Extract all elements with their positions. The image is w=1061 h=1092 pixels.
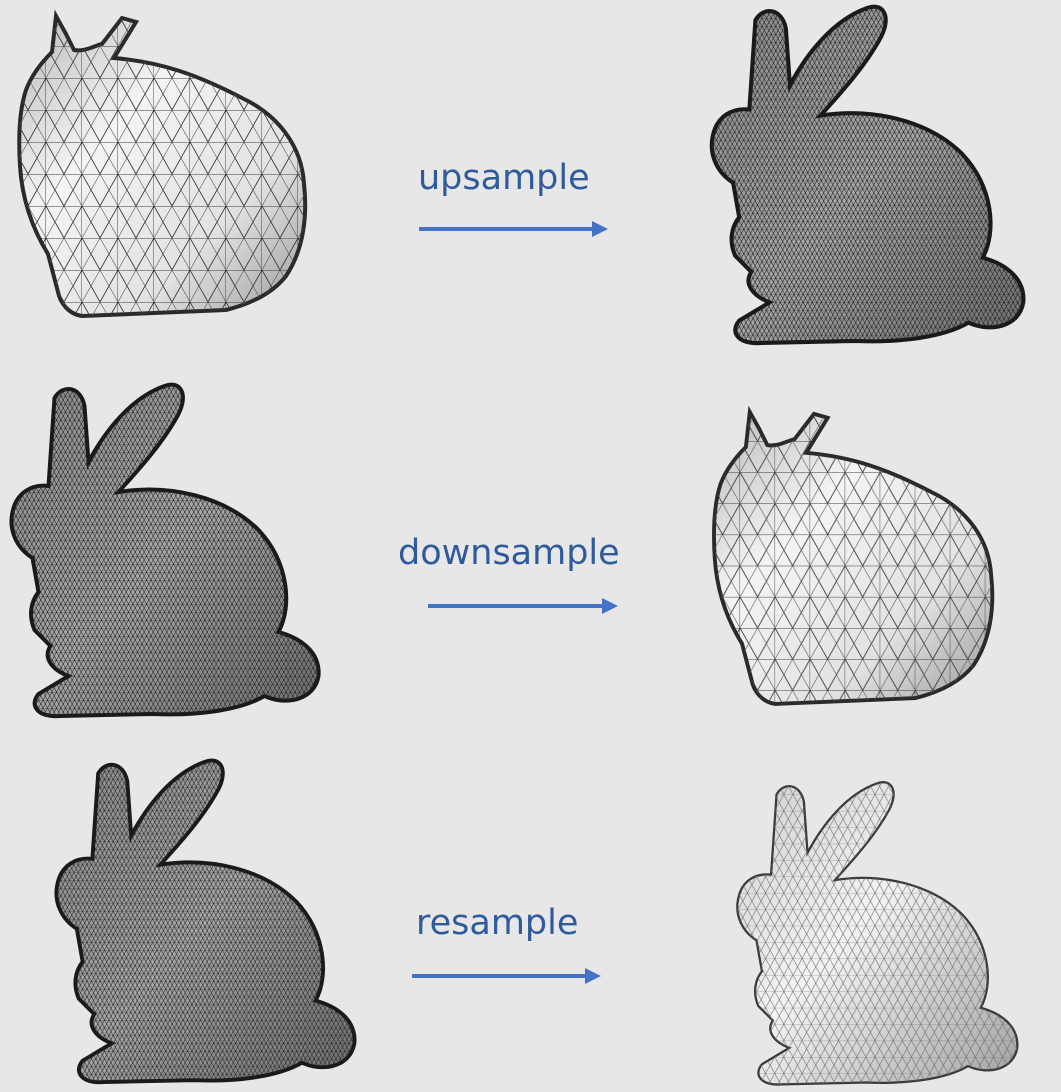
dense-bunny-row1-right (712, 7, 1024, 343)
dense-bunny-row3-left (56, 760, 354, 1082)
coarse-bunny-row1-left (17, 14, 308, 318)
remeshed-bunny-row3-right (735, 780, 1019, 1086)
arrow-upsample (419, 221, 608, 237)
coarse-bunny-row2-right (712, 409, 995, 706)
resample-label: resample (416, 903, 579, 943)
dense-bunny-row2-left (11, 385, 318, 717)
arrow-downsample (428, 598, 618, 614)
arrow-resample (412, 968, 601, 984)
upsample-label: upsample (418, 158, 590, 198)
downsample-label: downsample (398, 533, 620, 573)
